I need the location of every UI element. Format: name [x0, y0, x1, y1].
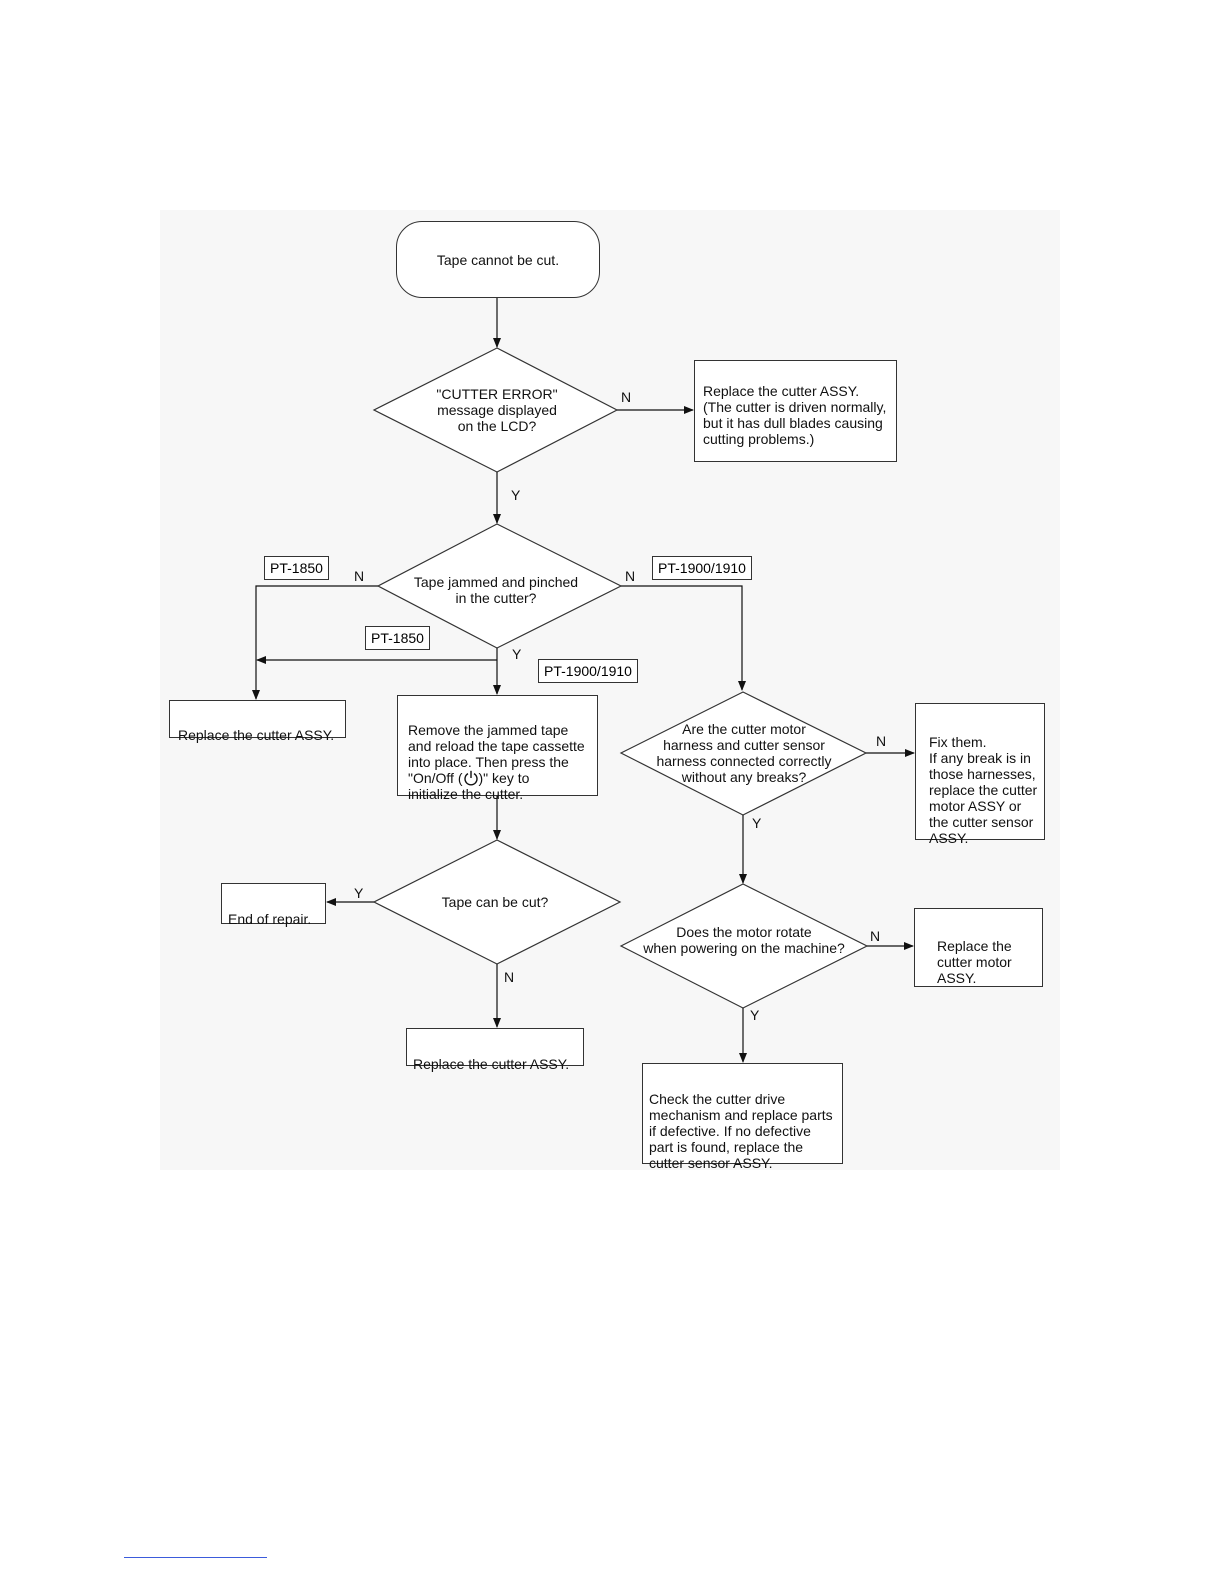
- label-d4-yes: Y: [354, 885, 364, 901]
- check-drive-box: Check the cutter drive mechanism and rep…: [642, 1063, 843, 1171]
- start-terminal: Tape cannot be cut.: [396, 221, 600, 298]
- label-d2-yes: Y: [512, 646, 522, 662]
- replace-cutter-dull-text: Replace the cutter ASSY. (The cutter is …: [703, 383, 887, 447]
- tag-pt1850-top: PT-1850: [264, 556, 329, 580]
- connector-d2-no-right: [621, 585, 746, 691]
- label-d3-no: N: [876, 733, 887, 749]
- start-text: Tape cannot be cut.: [436, 251, 560, 268]
- remove-jammed-text-1: Remove the jammed tape and reload the ta…: [408, 722, 585, 786]
- tag-pt1900-mid: PT-1900/1910: [538, 659, 638, 683]
- replace-cutter-left-box: Replace the cutter ASSY.: [169, 700, 346, 743]
- decision-tape-jammed-text: Tape jammed and pinched in the cutter?: [413, 574, 579, 606]
- remove-jammed-text-2: )" key to initialize the cutter.: [408, 770, 530, 802]
- fix-them-text: Fix them. If any break is in those harne…: [929, 734, 1038, 846]
- decision-cutter-error-text: "CUTTER ERROR" message displayed on the …: [436, 386, 558, 434]
- replace-cutter-bottom-box: Replace the cutter ASSY.: [406, 1028, 584, 1072]
- replace-cutter-dull-box: Replace the cutter ASSY. (The cutter is …: [694, 360, 897, 462]
- label-d1-yes: Y: [511, 487, 521, 503]
- end-repair-box: End of repair.: [221, 883, 326, 927]
- flowchart-canvas: [160, 210, 1060, 1170]
- label-d3-yes: Y: [752, 815, 762, 831]
- label-d5-yes: Y: [750, 1007, 760, 1023]
- check-drive-text: Check the cutter drive mechanism and rep…: [649, 1091, 833, 1171]
- tag-pt1850-mid: PT-1850: [365, 626, 430, 650]
- power-icon: [463, 770, 478, 786]
- remove-jammed-box: Remove the jammed tape and reload the ta…: [397, 695, 598, 802]
- label-d2-no-right: N: [625, 568, 636, 584]
- footnote-rule: [124, 1557, 267, 1558]
- replace-motor-text: Replace the cutter motor ASSY.: [937, 938, 1012, 986]
- decision-harness-text: Are the cutter motor harness and cutter …: [656, 721, 832, 785]
- label-d2-no-left: N: [354, 568, 365, 584]
- label-d4-no: N: [504, 969, 515, 985]
- connector-d2-no-left: [252, 585, 378, 700]
- replace-cutter-left-text: Replace the cutter ASSY.: [178, 727, 335, 743]
- fix-them-box: Fix them. If any break is in those harne…: [915, 703, 1045, 846]
- replace-motor-box: Replace the cutter motor ASSY.: [914, 908, 1043, 987]
- tag-pt1900-top: PT-1900/1910: [652, 556, 752, 580]
- decision-motor-rotate-text: Does the motor rotate when powering on t…: [643, 924, 845, 956]
- decision-tape-cut-text: Tape can be cut?: [441, 894, 549, 910]
- label-d1-no: N: [621, 389, 632, 405]
- replace-cutter-bottom-text: Replace the cutter ASSY.: [413, 1056, 570, 1072]
- label-d5-no: N: [870, 928, 881, 944]
- end-repair-text: End of repair.: [228, 911, 312, 927]
